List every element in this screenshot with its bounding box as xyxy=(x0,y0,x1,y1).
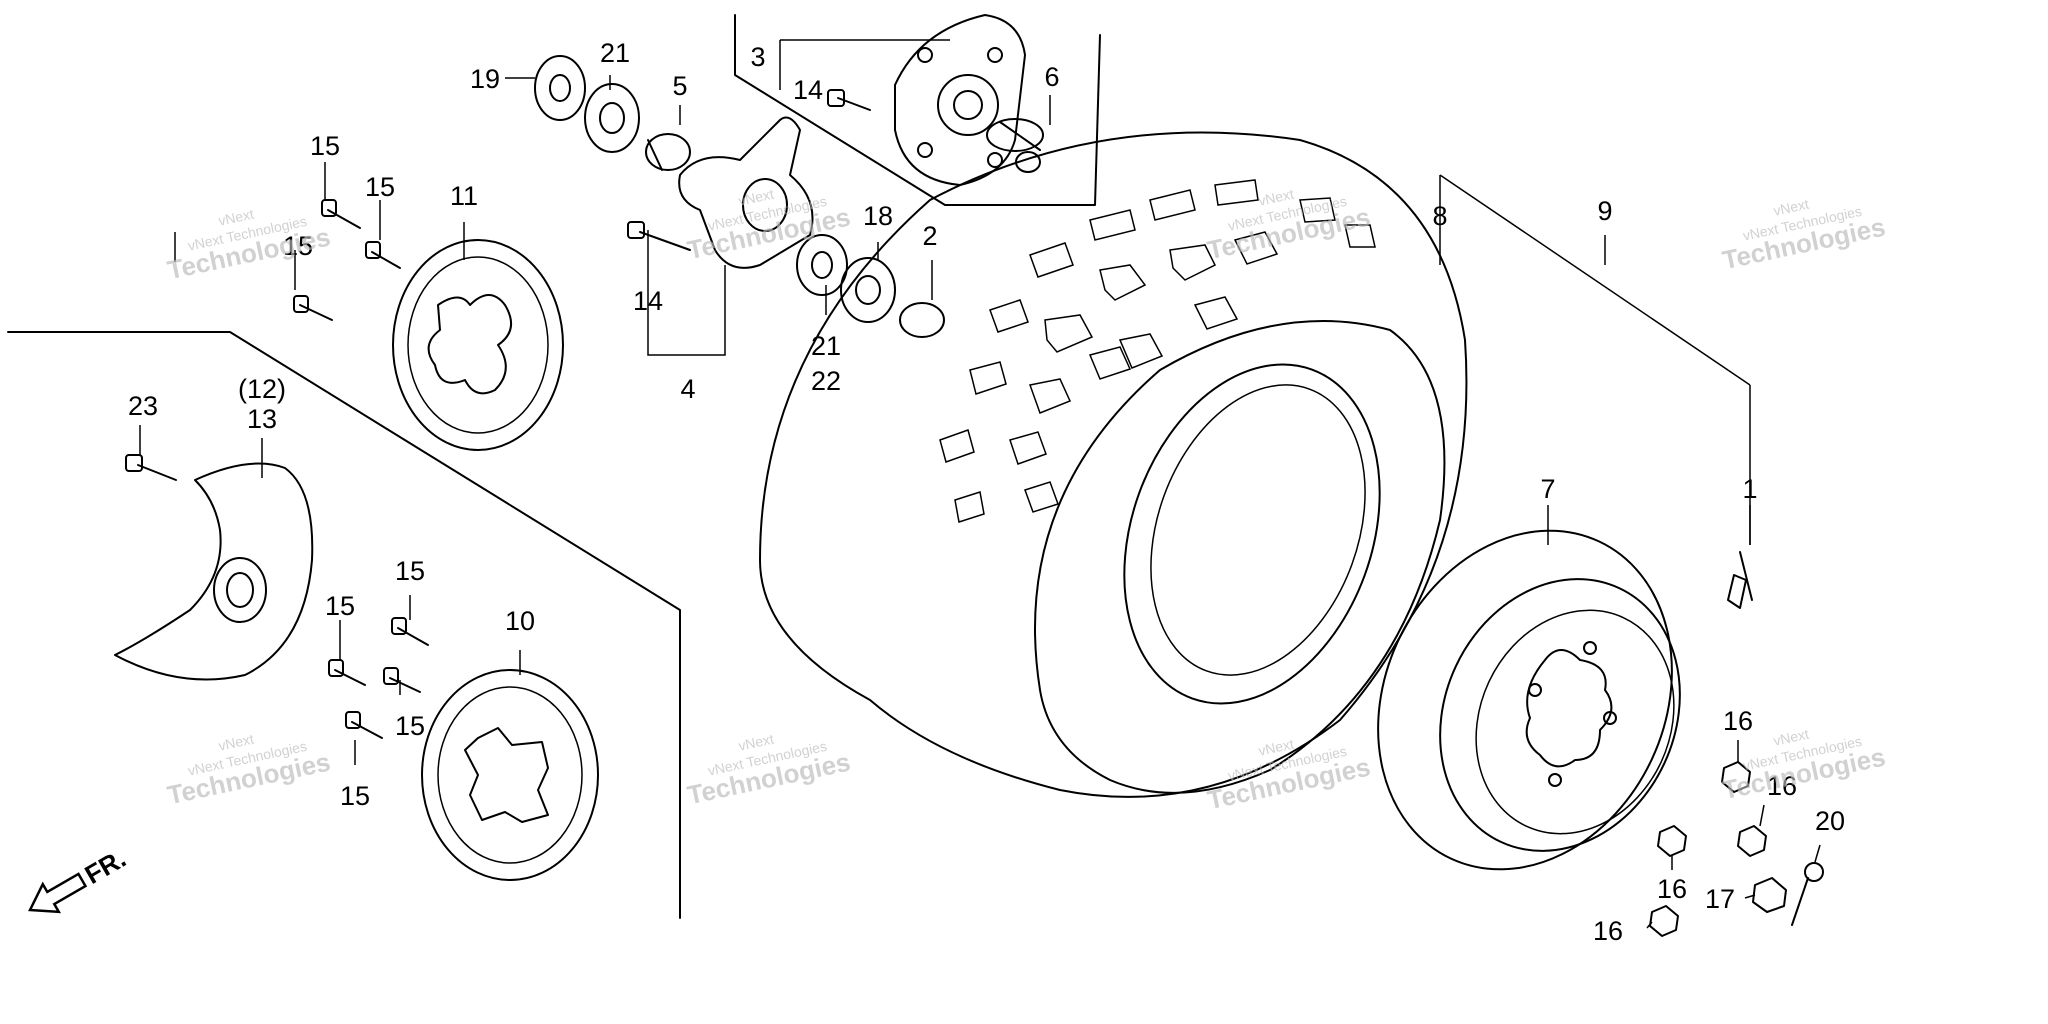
callout-6: 6 xyxy=(1044,62,1059,92)
front-direction-arrow: FR. xyxy=(28,843,131,914)
svg-text:vNext: vNext xyxy=(217,206,255,229)
callout-5: 5 xyxy=(672,71,687,101)
callout-9: 9 xyxy=(1597,196,1612,226)
callout-8: 8 xyxy=(1432,201,1447,231)
brake-disc-11 xyxy=(392,239,564,451)
callout-21-lower: 21 xyxy=(811,331,841,361)
callout-20: 20 xyxy=(1815,806,1845,836)
bearings-and-seals xyxy=(534,55,945,338)
front-direction-label: FR. xyxy=(80,843,131,890)
callout-7: 7 xyxy=(1540,474,1555,504)
callout-16-c: 16 xyxy=(1657,874,1687,904)
nuts-and-pin xyxy=(1649,761,1824,937)
callout-12: (12) xyxy=(238,374,286,404)
callout-15-d: 15 xyxy=(395,556,425,586)
callout-16-b: 16 xyxy=(1767,771,1797,801)
callout-15-b: 15 xyxy=(365,172,395,202)
spacer-collar-6 xyxy=(986,118,1044,173)
brake-disc-10 xyxy=(421,669,599,881)
callout-14-lower: 14 xyxy=(633,286,663,316)
tread-blocks xyxy=(939,179,1376,523)
callout-15-g: 15 xyxy=(340,781,370,811)
callout-4: 4 xyxy=(680,374,695,404)
valve-stem-1 xyxy=(1727,551,1753,609)
leader-lines xyxy=(139,39,1821,929)
callout-21-upper: 21 xyxy=(600,38,630,68)
callout-14-upper: 14 xyxy=(793,75,823,105)
callout-17: 17 xyxy=(1705,884,1735,914)
callout-15-a: 15 xyxy=(310,131,340,161)
svg-text:vNext: vNext xyxy=(1257,736,1295,759)
svg-text:vNext: vNext xyxy=(737,731,775,754)
hub-assembly xyxy=(827,14,1026,186)
callout-3: 3 xyxy=(750,42,765,72)
svg-text:vNext: vNext xyxy=(1772,726,1810,749)
callout-labels: 1 2 3 4 5 6 7 8 9 10 11 (12) 13 14 14 15… xyxy=(128,38,1845,946)
disc-cover-13 xyxy=(114,454,314,681)
svg-text:vNext: vNext xyxy=(737,186,775,209)
callout-10: 10 xyxy=(505,606,535,636)
callout-16-a: 16 xyxy=(1723,706,1753,736)
callout-1: 1 xyxy=(1742,474,1757,504)
tire-8 xyxy=(759,131,1468,798)
callout-16-d: 16 xyxy=(1593,916,1623,946)
callout-13: 13 xyxy=(247,404,277,434)
section-divider-lines xyxy=(7,14,1101,919)
wheel-rim-7 xyxy=(1377,529,1681,871)
svg-text:vNext: vNext xyxy=(1257,186,1295,209)
bolts-15 xyxy=(293,199,429,739)
steering-knuckle xyxy=(627,116,814,269)
callout-15-c: 15 xyxy=(283,231,313,261)
svg-text:vNext: vNext xyxy=(217,731,255,754)
callout-15-f: 15 xyxy=(395,711,425,741)
svg-text:vNext: vNext xyxy=(1772,196,1810,219)
callout-2: 2 xyxy=(922,221,937,251)
callout-23: 23 xyxy=(128,391,158,421)
callout-15-e: 15 xyxy=(325,591,355,621)
callout-19: 19 xyxy=(470,64,500,94)
callout-11: 11 xyxy=(450,181,478,211)
callout-22: 22 xyxy=(811,366,841,396)
callout-18: 18 xyxy=(863,201,893,231)
